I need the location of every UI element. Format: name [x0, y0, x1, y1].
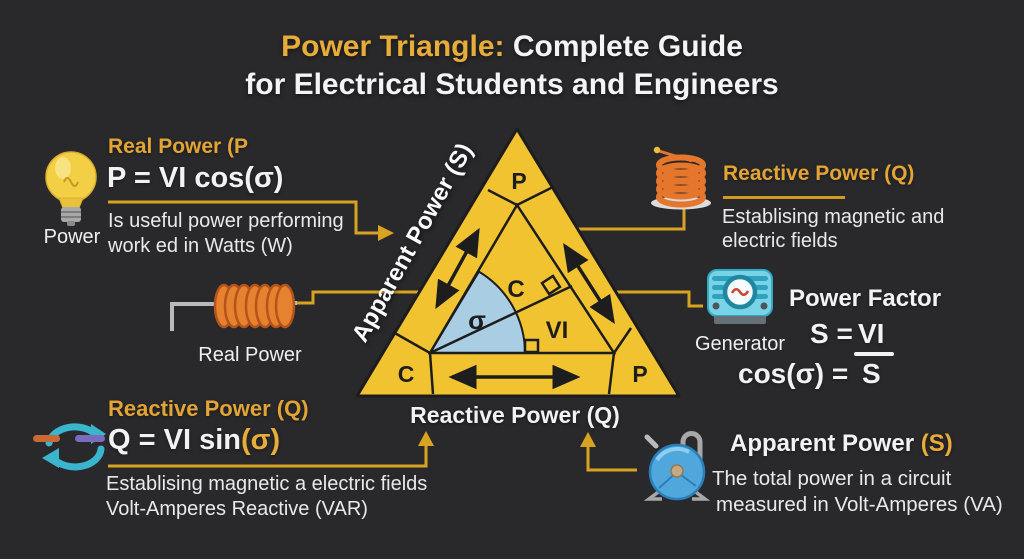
triangle-vi-label: VI	[546, 317, 569, 344]
pf-fraction-bar	[854, 352, 894, 356]
bulb-caption: Power	[43, 226, 101, 248]
connector-reactive-bottom	[108, 445, 428, 468]
connector-arrowheads	[378, 225, 596, 447]
arrowhead-up-right	[580, 432, 596, 447]
triangle-base-label: Reactive Power (Q)	[410, 402, 620, 428]
apparent-power-desc-1: The total power in a circuit	[712, 467, 952, 490]
reactive-bottom-formula: Q = VI sin(σ)	[108, 424, 280, 457]
title-line-2: for Electrical Students and Engineers	[245, 68, 779, 101]
apparent-power-heading-accent: (S)	[914, 430, 953, 457]
connector-reactive-coil	[578, 206, 686, 231]
pf-eq-top-lhs: S =	[810, 318, 853, 349]
side-arrows	[435, 227, 615, 390]
reactive-right-desc-1: Establising magnetic and	[722, 206, 945, 228]
connector-lines	[108, 200, 703, 472]
reactive-bottom-formula-main: Q = VI sin	[108, 424, 241, 456]
light-bulb-icon	[45, 151, 97, 226]
inductor-coil-icon	[651, 146, 711, 210]
arrowhead-up-left	[418, 431, 434, 446]
hypotenuse-line	[429, 284, 573, 355]
generator-icon	[707, 269, 773, 324]
power-factor-heading: Power Factor	[789, 285, 942, 312]
connector-resistor	[297, 290, 419, 305]
reactive-bottom-formula-accent: (σ)	[240, 424, 281, 456]
apparent-power-heading-main: Apparent Power	[730, 430, 915, 457]
connector-apparent	[586, 446, 637, 472]
arrowhead-right	[378, 225, 394, 241]
title-line-1: Power Triangle: Complete Guide	[0, 28, 1024, 66]
apparent-power-desc-2: measured in Volt-Amperes (VA)	[716, 493, 1003, 516]
connector-real-power	[108, 200, 378, 235]
sync-cycle-icon	[33, 423, 106, 471]
left-side-arrow	[435, 227, 480, 310]
connector-generator	[616, 290, 703, 308]
reactive-right-desc-2: electric fields	[722, 230, 838, 252]
title-highlight: Power Triangle:	[281, 30, 505, 63]
triangle-corner-right-label: P	[632, 361, 647, 387]
reactive-bottom-desc-2: Volt-Amperes Reactive (VAR)	[106, 498, 368, 520]
real-power-heading: Real Power (P	[108, 135, 249, 158]
winch-reel-icon	[643, 431, 711, 501]
right-angle-marker-lower	[523, 338, 540, 354]
title-rest: Complete Guide	[504, 30, 743, 63]
apparent-power-heading: Apparent Power (S)	[730, 430, 953, 458]
pf-eq-top-rhs: VI	[858, 318, 885, 349]
right-side-arrow	[563, 243, 615, 324]
right-corner-divider	[607, 327, 633, 395]
real-power-formula: P = VI cos(σ)	[107, 162, 284, 194]
resistor-coil-icon	[170, 283, 297, 331]
pf-eq-bottom-rhs: S	[862, 358, 881, 389]
pf-eq-bottom-lhs: cos(σ) =	[738, 358, 849, 389]
reactive-right-underline	[723, 196, 845, 199]
page-title: Power Triangle: Complete Guide for Elect…	[0, 28, 1024, 104]
power-triangle: P C σ VI C P	[355, 127, 681, 398]
generator-caption: Generator	[694, 333, 786, 355]
triangle-apex-label: P	[511, 168, 526, 194]
triangle-inner-c-label: C	[507, 276, 524, 303]
right-angle-marker-upper	[540, 274, 562, 296]
real-power-desc-1: Is useful power performing	[108, 210, 344, 232]
reactive-bottom-desc-1: Establising magnetic a electric fields	[106, 473, 428, 495]
resistor-caption: Real Power	[198, 344, 302, 366]
triangle-angle-label: σ	[468, 305, 486, 335]
reactive-bottom-heading: Reactive Power (Q)	[108, 396, 309, 421]
real-power-desc-2: work ed in Watts (W)	[108, 235, 293, 257]
triangle-corner-left-label: C	[398, 361, 415, 387]
reactive-right-heading: Reactive Power (Q)	[723, 162, 915, 185]
